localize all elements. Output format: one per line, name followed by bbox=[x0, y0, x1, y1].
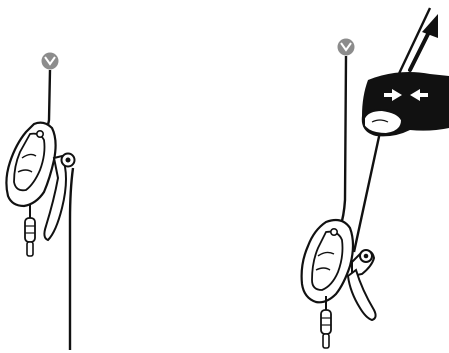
rope-lower bbox=[68, 167, 75, 350]
carabiner bbox=[320, 296, 332, 349]
right-panel bbox=[300, 7, 449, 349]
rope-tail bbox=[394, 7, 432, 81]
carabiner bbox=[24, 204, 36, 257]
handle-pulled-open bbox=[346, 249, 377, 322]
pull-direction-arrow bbox=[408, 14, 438, 72]
descender-device bbox=[300, 218, 355, 304]
squeeze-arrows-icon bbox=[384, 89, 428, 101]
rope-pulled bbox=[352, 131, 382, 253]
left-panel bbox=[5, 52, 76, 350]
anchor-icon bbox=[337, 38, 355, 56]
descender-device bbox=[5, 121, 57, 208]
rope-upper bbox=[338, 55, 348, 229]
gloved-hand-icon bbox=[361, 72, 449, 137]
anchor-icon bbox=[41, 52, 59, 70]
handle bbox=[43, 152, 76, 242]
